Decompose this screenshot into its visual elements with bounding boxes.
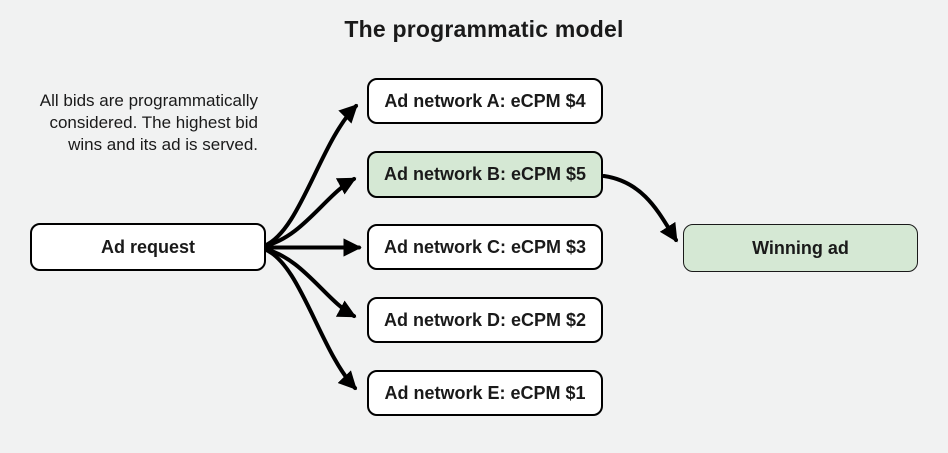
node-label: Ad network C: eCPM $3 xyxy=(383,236,587,257)
node-ad-network-b: Ad network B: eCPM $5 xyxy=(367,151,603,198)
node-ad-network-e: Ad network E: eCPM $1 xyxy=(367,370,603,416)
node-label: Winning ad xyxy=(752,237,849,258)
node-winning-ad: Winning ad xyxy=(683,224,918,272)
node-label: Ad network E: eCPM $1 xyxy=(384,382,586,403)
description-line: All bids are programmatically xyxy=(39,91,258,110)
description-text: All bids are programmatically considered… xyxy=(0,90,258,156)
arrow-request-to-network-b xyxy=(262,177,357,248)
node-label: Ad network D: eCPM $2 xyxy=(383,309,587,330)
arrow-network-b-to-winning-ad xyxy=(602,174,678,243)
arrow-request-to-network-e xyxy=(262,247,357,391)
arrow-request-to-network-d xyxy=(262,247,357,318)
node-ad-network-d: Ad network D: eCPM $2 xyxy=(367,297,603,343)
diagram-title: The programmatic model xyxy=(344,16,624,42)
node-label: Ad network B: eCPM $5 xyxy=(383,164,587,184)
description-line: wins and its ad is served. xyxy=(68,135,258,154)
node-ad-network-a: Ad network A: eCPM $4 xyxy=(367,78,603,124)
description-line: considered. The highest bid xyxy=(49,113,258,132)
node-label: Ad network A: eCPM $4 xyxy=(384,90,586,111)
arrow-request-to-network-a xyxy=(262,104,358,248)
node-ad-network-c: Ad network C: eCPM $3 xyxy=(367,224,603,270)
node-ad-request: Ad request xyxy=(30,223,266,271)
node-label: Ad request xyxy=(100,236,196,257)
